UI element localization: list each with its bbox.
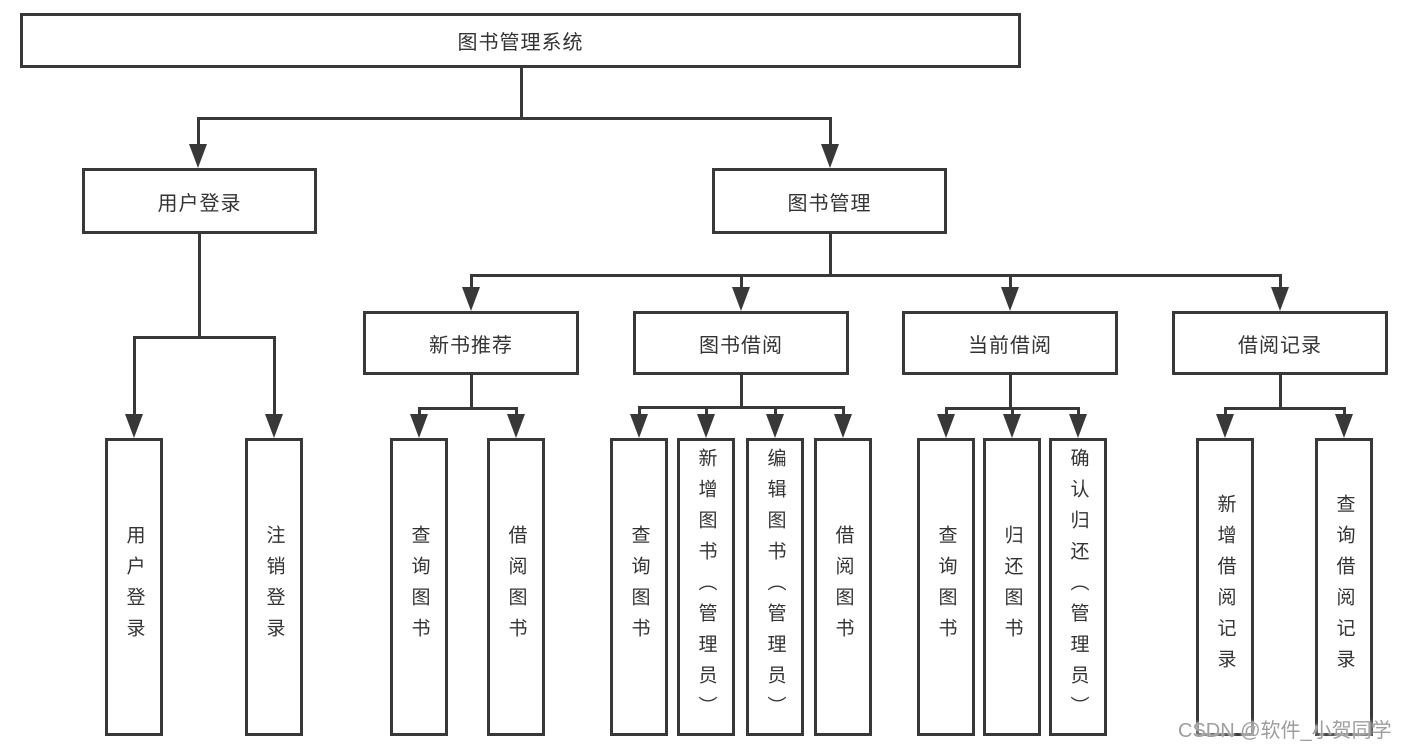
connector-line — [1010, 407, 1014, 418]
arrow-down-icon — [507, 414, 525, 438]
connector-line — [272, 336, 276, 418]
connector-line — [739, 274, 743, 291]
arrow-down-icon — [732, 287, 750, 311]
connector-line — [1342, 407, 1346, 418]
connector-line — [514, 407, 518, 418]
leaf-label: 借阅图书 — [832, 525, 854, 649]
node-book-management: 图书管理 — [712, 168, 947, 234]
leaf-label: 新增图书（管理员） — [695, 447, 717, 727]
connector-line — [773, 406, 777, 418]
node-leaf-edit-book-admin: 编辑图书（管理员） — [746, 438, 804, 736]
arrow-down-icon — [410, 414, 428, 438]
leaf-label: 注销登录 — [263, 525, 285, 649]
arrow-down-icon — [462, 287, 480, 311]
arrow-down-icon — [125, 414, 143, 438]
arrow-down-icon — [265, 414, 283, 438]
arrow-down-icon — [1335, 414, 1353, 438]
leaf-label: 用户登录 — [123, 525, 145, 649]
node-leaf-return-books: 归还图书 — [983, 438, 1041, 736]
node-leaf-query-books-1: 查询图书 — [390, 438, 448, 736]
leaf-label: 查询借阅记录 — [1333, 494, 1355, 680]
node-leaf-query-books-3: 查询图书 — [917, 438, 975, 736]
leaf-label: 查询图书 — [935, 525, 957, 649]
connector-line — [944, 407, 948, 418]
node-book-borrowing: 图书借阅 — [633, 311, 849, 375]
leaf-label: 新增借阅记录 — [1214, 494, 1236, 680]
node-new-book-recommendation: 新书推荐 — [363, 311, 579, 375]
node-leaf-query-books-2: 查询图书 — [610, 438, 668, 736]
connector-line — [1278, 274, 1282, 291]
node-borrowing-records: 借阅记录 — [1172, 311, 1388, 375]
node-leaf-add-borrow-record: 新增借阅记录 — [1196, 438, 1254, 736]
node-leaf-borrow-books-1: 借阅图书 — [487, 438, 545, 736]
arrow-down-icon — [697, 414, 715, 438]
connector-line — [1008, 375, 1012, 410]
node-leaf-borrow-books-2: 借阅图书 — [814, 438, 872, 736]
connector-line — [469, 274, 473, 291]
arrow-down-icon — [189, 144, 207, 168]
node-user-login: 用户登录 — [82, 168, 317, 234]
connector-line — [828, 234, 832, 277]
node-library-management-system: 图书管理系统 — [20, 13, 1021, 68]
connector-line — [198, 234, 201, 339]
connector-line — [196, 117, 832, 120]
connector-line — [841, 406, 845, 418]
arrow-down-icon — [766, 414, 784, 438]
leaf-label: 查询图书 — [408, 525, 430, 649]
connector-line — [196, 117, 200, 148]
arrow-down-icon — [821, 144, 839, 168]
connector-line — [469, 375, 473, 410]
leaf-label: 查询图书 — [628, 525, 650, 649]
connector-line — [1008, 274, 1012, 291]
arrow-down-icon — [1069, 414, 1087, 438]
connector-line — [519, 66, 523, 120]
arrow-down-icon — [630, 414, 648, 438]
connector-line — [417, 407, 421, 418]
leaf-label: 确认归还（管理员） — [1067, 447, 1089, 727]
connector-line — [132, 336, 276, 339]
node-leaf-query-borrow-record: 查询借阅记录 — [1315, 438, 1373, 736]
arrow-down-icon — [937, 414, 955, 438]
connector-line — [637, 406, 641, 418]
arrow-down-icon — [1001, 287, 1019, 311]
leaf-label: 编辑图书（管理员） — [764, 447, 786, 727]
node-current-borrowing: 当前借阅 — [902, 311, 1118, 375]
connector-line — [1076, 407, 1080, 418]
csdn-watermark: CSDN @软件_小贺同学 — [1178, 720, 1392, 742]
connector-line — [704, 406, 708, 418]
connector-line — [637, 406, 845, 409]
connector-line — [469, 274, 1282, 277]
arrow-down-icon — [1216, 414, 1234, 438]
node-leaf-confirm-return-admin: 确认归还（管理员） — [1049, 438, 1107, 736]
connector-line — [417, 407, 518, 410]
arrow-down-icon — [834, 414, 852, 438]
connector-line — [1223, 407, 1227, 418]
connector-line — [1223, 407, 1346, 410]
node-leaf-add-book-admin: 新增图书（管理员） — [677, 438, 735, 736]
connector-line — [739, 375, 743, 409]
connector-line — [828, 117, 832, 148]
leaf-label: 归还图书 — [1001, 525, 1023, 649]
connector-line — [132, 336, 136, 418]
node-leaf-user-login: 用户登录 — [105, 438, 163, 736]
leaf-label: 借阅图书 — [505, 525, 527, 649]
arrow-down-icon — [1271, 287, 1289, 311]
connector-line — [1278, 375, 1282, 410]
arrow-down-icon — [1003, 414, 1021, 438]
node-leaf-logout: 注销登录 — [245, 438, 303, 736]
